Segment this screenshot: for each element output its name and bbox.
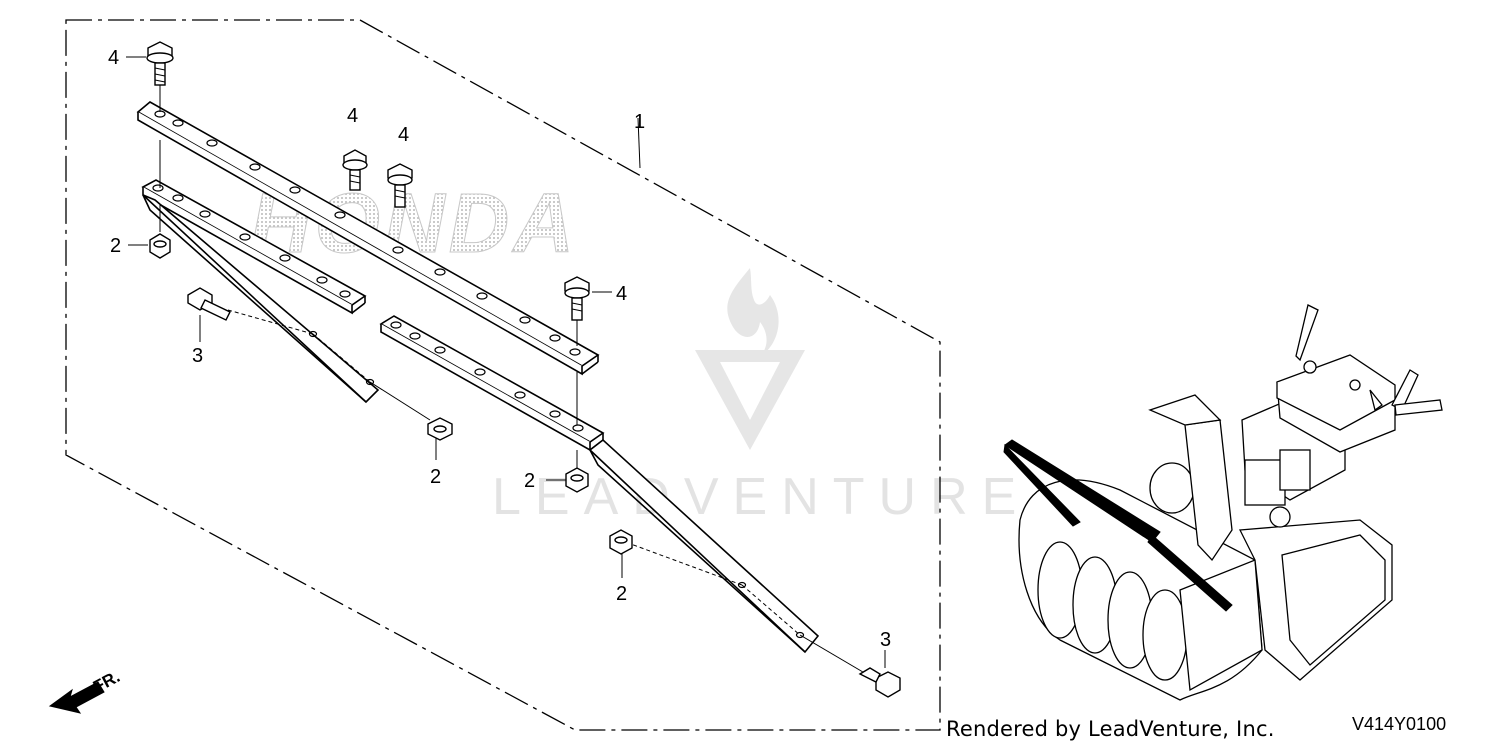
leadventure-logo bbox=[695, 268, 805, 450]
render-credit: Rendered by LeadVenture, Inc. bbox=[946, 717, 1275, 741]
front-direction-arrow: FR. bbox=[48, 667, 123, 714]
snowblower-illustration bbox=[1018, 304, 1443, 701]
carriage-bolt-right bbox=[858, 667, 901, 698]
callout-3-right: 3 bbox=[880, 629, 891, 651]
callout-2-left: 2 bbox=[110, 235, 121, 257]
flange-nut-lower bbox=[609, 529, 633, 555]
callout-2-lower: 2 bbox=[616, 583, 627, 605]
flange-nut-left bbox=[427, 417, 453, 441]
flange-bolt-mid-left bbox=[342, 149, 368, 191]
callout-4-mid-right: 4 bbox=[398, 124, 409, 146]
flange-bolt-right bbox=[564, 276, 590, 321]
callout-4-right: 4 bbox=[616, 283, 627, 305]
right-skid-assembly bbox=[379, 315, 820, 654]
assembly-boundary bbox=[65, 19, 941, 731]
callout-2-center: 2 bbox=[524, 470, 535, 492]
flange-bolt-top bbox=[146, 41, 174, 86]
leader-lines bbox=[126, 56, 886, 676]
callout-3-left: 3 bbox=[192, 345, 203, 367]
callout-2-nut: 2 bbox=[430, 466, 441, 488]
flange-nut-top-left bbox=[149, 233, 171, 259]
carriage-bolt-left bbox=[187, 287, 231, 321]
callout-4-mid-left: 4 bbox=[347, 105, 358, 127]
callout-4-top: 4 bbox=[108, 47, 119, 69]
flange-bolt-mid-right bbox=[387, 163, 413, 208]
upper-long-strip bbox=[136, 101, 600, 376]
flange-nut-center bbox=[565, 467, 589, 493]
left-skid-assembly bbox=[141, 179, 380, 404]
callout-1: 1 bbox=[634, 111, 645, 133]
diagram-code: V414Y0100 bbox=[1352, 714, 1447, 734]
skid-highlight bbox=[1003, 439, 1233, 612]
